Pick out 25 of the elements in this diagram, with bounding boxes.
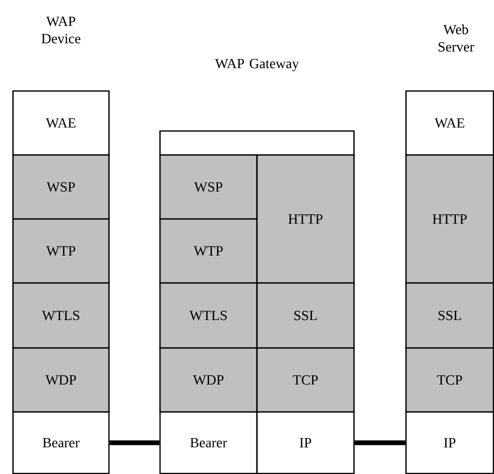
- connector-line: [110, 440, 160, 446]
- layer-box: WTP: [159, 218, 258, 284]
- layer-box: WDP: [12, 347, 110, 413]
- layer-box: IP: [256, 411, 355, 474]
- layer-box: WAE: [12, 90, 110, 156]
- layer-box: WDP: [159, 347, 258, 413]
- layer-box: WTP: [12, 218, 110, 284]
- empty-box: [159, 130, 355, 156]
- column-heading: WAP Gateway: [215, 58, 299, 72]
- layer-box: IP: [405, 411, 494, 474]
- layer-box: TCP: [405, 347, 494, 413]
- layer-box: Bearer: [159, 411, 258, 474]
- column-heading: Web Server: [438, 24, 474, 52]
- column-heading: WAP Device: [42, 16, 80, 44]
- layer-box: TCP: [256, 347, 355, 413]
- layer-box: Bearer: [12, 411, 110, 474]
- connector-line: [354, 440, 406, 446]
- layer-box: SSL: [405, 282, 494, 349]
- layer-box: WTLS: [159, 282, 258, 349]
- layer-box: WSP: [159, 154, 258, 220]
- layer-box: WTLS: [12, 282, 110, 349]
- layer-box: SSL: [256, 282, 355, 349]
- layer-box: HTTP: [256, 154, 355, 284]
- layer-box: WAE: [405, 90, 494, 156]
- layer-box: WSP: [12, 154, 110, 220]
